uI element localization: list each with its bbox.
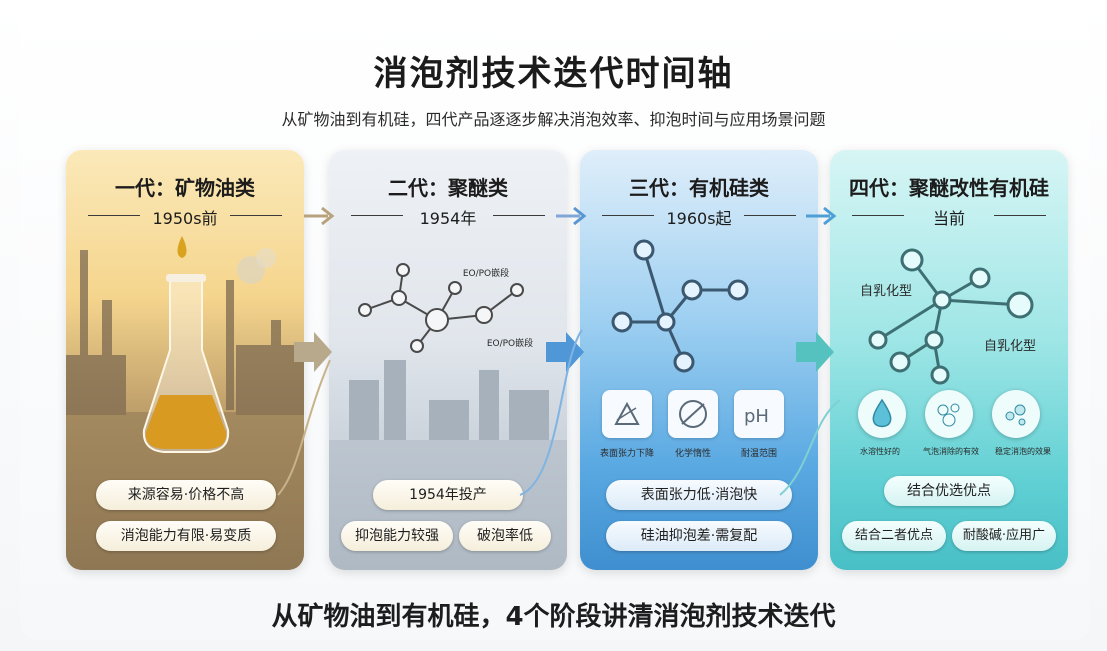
surface-tension-icon xyxy=(602,390,652,438)
stage-card-2: 二代：聚醚类 1954年 EO/PO嵌段 EO/PO嵌段 1954年投产 抑泡能… xyxy=(329,150,567,570)
stage-pill: 耐酸碱·应用广 xyxy=(952,521,1056,551)
stage-card-3: 三代：有机硅类 1960s起 pH 表面张力下降 化学惰性 耐温范围 表面张力低… xyxy=(580,150,818,570)
mid-arrow-1 xyxy=(294,332,332,372)
period-line-left xyxy=(88,215,140,216)
stage-pill: 消泡能力有限·易变质 xyxy=(96,521,276,551)
stage-pill: 硅油抑泡差·需复配 xyxy=(606,521,792,551)
silicone-molecule xyxy=(611,239,749,373)
icon-label: 水溶性好的 xyxy=(860,447,900,456)
foam-icon xyxy=(992,390,1040,438)
stage-pill: 破泡率低 xyxy=(459,521,551,551)
stage-pill: 1954年投产 xyxy=(373,480,523,510)
page-subtitle: 从矿物油到有机硅，四代产品逐逐步解决消泡效率、抑泡时间与应用场景问题 xyxy=(281,110,826,129)
stage-title: 一代：矿物油类 xyxy=(115,176,255,200)
stage-period: 1954年 xyxy=(419,209,477,228)
stage-title: 二代：聚醚类 xyxy=(388,176,508,200)
molecule-label: 自乳化型 xyxy=(859,284,912,299)
period-line-right xyxy=(744,215,796,216)
icon-label: 耐温范围 xyxy=(740,449,777,459)
stage-pill: 来源容易·价格不高 xyxy=(96,480,276,510)
page-title: 消泡剂技术迭代时间轴 xyxy=(373,54,734,94)
water-drop-icon xyxy=(858,390,906,438)
stage-period: 1950s前 xyxy=(152,209,218,228)
molecule-label: EO/PO嵌段 xyxy=(486,339,534,349)
footer-caption: 从矿物油到有机硅，4个阶段讲清消泡剂技术迭代 xyxy=(271,602,836,632)
icon-label: 化学惰性 xyxy=(674,449,711,459)
period-line-left xyxy=(602,215,654,216)
stage-pill: 抑泡能力较强 xyxy=(341,521,453,551)
bubbles-icon xyxy=(925,390,973,438)
stage-card-4: 四代：聚醚改性有机硅 当前 自乳化型 自乳化型 水溶性好的 气泡消除的有效 稳定… xyxy=(830,150,1068,570)
period-line-left xyxy=(351,215,403,216)
stage-card-1: 一代：矿物油类 1950s前 来源容易·价格不高 消泡能力有限·易变质 xyxy=(66,150,304,570)
icon-label: 表面张力下降 xyxy=(599,449,654,459)
stage-title: 三代：有机硅类 xyxy=(629,176,769,200)
stage-pill: 结合二者优点 xyxy=(842,521,946,551)
stage-period: 当前 xyxy=(932,209,965,228)
svg-text:pH: pH xyxy=(744,406,769,427)
chemical-inert-icon xyxy=(668,390,718,438)
period-line-right xyxy=(230,215,282,216)
period-line-right xyxy=(994,215,1046,216)
molecule-label: 自乳化型 xyxy=(983,339,1036,354)
period-line-right xyxy=(493,215,545,216)
modified-silicone-molecule xyxy=(868,248,1034,385)
oil-flask-icon xyxy=(142,236,230,453)
period-line-left xyxy=(852,215,904,216)
stage-pill: 结合优选优点 xyxy=(884,476,1014,506)
icon-label: 气泡消除的有效 xyxy=(923,447,979,456)
stage-pill: 表面张力低·消泡快 xyxy=(606,480,792,510)
mid-arrow-2 xyxy=(546,332,584,372)
molecule-label: EO/PO嵌段 xyxy=(462,269,510,279)
stage-period: 1960s起 xyxy=(666,209,732,228)
mid-arrow-3 xyxy=(796,332,834,372)
ph-icon: pH xyxy=(734,390,784,438)
icon-label: 稳定消泡的效果 xyxy=(995,447,1051,456)
stage-title: 四代：聚醚改性有机硅 xyxy=(849,176,1049,200)
